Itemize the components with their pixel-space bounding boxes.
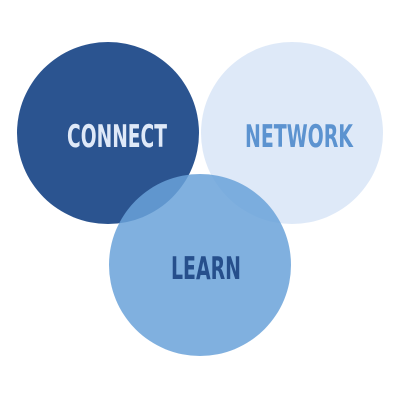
connect-label: CONNECT xyxy=(67,119,167,155)
network-label: NETWORK xyxy=(245,119,354,155)
connect-circle xyxy=(17,42,199,224)
network-circle xyxy=(201,42,383,224)
learn-label: LEARN xyxy=(171,251,241,287)
learn-circle xyxy=(109,174,291,356)
